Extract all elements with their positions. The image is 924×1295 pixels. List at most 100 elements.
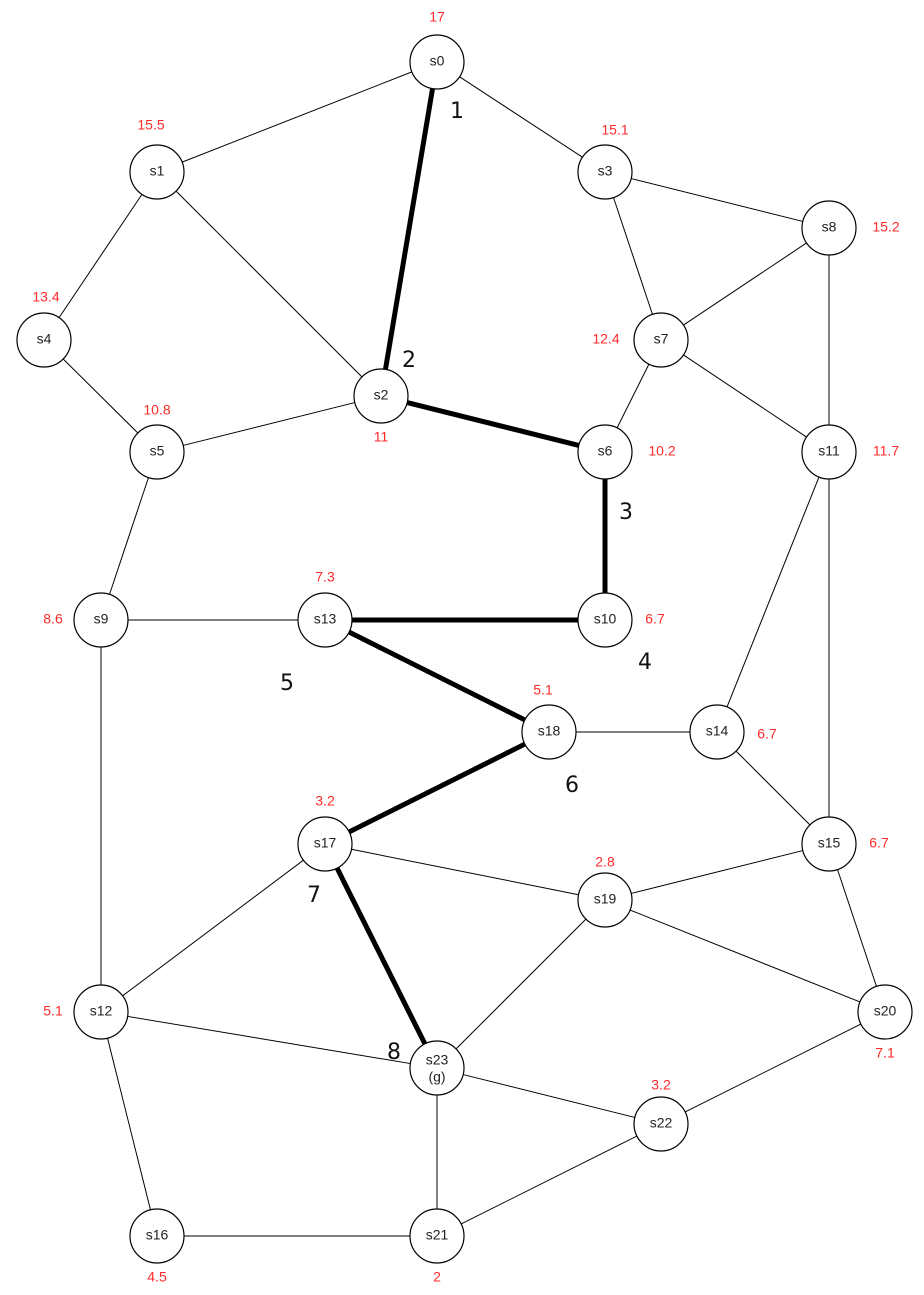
node-label-s17: s17	[314, 835, 337, 851]
node-label-s22: s22	[650, 1115, 673, 1131]
node-circle-s16	[129, 1208, 185, 1264]
node-s18: s18	[521, 704, 577, 760]
edge-s12-s16	[107, 1038, 151, 1210]
node-s3: s3	[577, 144, 633, 200]
edge-s19-s20	[629, 909, 861, 1003]
node-label-s21: s21	[426, 1227, 449, 1243]
edge-s1-s4	[58, 194, 143, 318]
heuristic-label-s13: 7.3	[315, 569, 335, 585]
edge-s15-s19	[631, 850, 803, 894]
edge-s19-s23	[455, 918, 587, 1050]
heuristic-label-s20: 7.1	[875, 1045, 895, 1061]
node-label-s3: s3	[598, 163, 613, 179]
edge-s8-s7	[683, 242, 807, 326]
node-s2: s2	[353, 368, 409, 424]
heuristic-label-s14: 6.7	[757, 726, 777, 742]
node-circle-s3	[577, 144, 633, 200]
node-circle-s2	[353, 368, 409, 424]
step-label-7: 7	[307, 883, 321, 908]
node-circle-s17	[297, 816, 353, 872]
edge-s3-s8	[631, 178, 803, 222]
node-circle-s13	[297, 592, 353, 648]
heuristic-label-s10: 6.7	[645, 611, 665, 627]
node-label-s16: s16	[146, 1227, 169, 1243]
heuristic-label-s17: 3.2	[315, 793, 335, 809]
edge-s5-s2	[183, 402, 355, 446]
node-label-s5: s5	[150, 443, 165, 459]
node-label-s6: s6	[598, 443, 613, 459]
node-s8: s8	[801, 200, 857, 256]
heuristic-label-s15: 6.7	[869, 835, 889, 851]
node-s20: s20	[857, 984, 913, 1040]
edge-s4-s5	[62, 358, 139, 434]
node-circle-s21	[409, 1208, 465, 1264]
step-label-5: 5	[280, 671, 294, 696]
heuristic-label-s6: 10.2	[648, 443, 675, 459]
node-circle-s18	[521, 704, 577, 760]
edge-s1-s2	[175, 190, 363, 378]
heuristic-label-s18: 5.1	[533, 682, 553, 698]
step-label-6: 6	[565, 773, 579, 798]
node-s19: s19	[577, 872, 633, 928]
node-circle-s1	[129, 144, 185, 200]
node-s13: s13	[297, 592, 353, 648]
node-circle-s11	[801, 424, 857, 480]
node-circle-s8	[801, 200, 857, 256]
node-s14: s14	[689, 704, 745, 760]
heuristic-label-s7: 12.4	[592, 331, 619, 347]
node-label-s4: s4	[37, 331, 52, 347]
path-edge-s17-s23	[334, 865, 428, 1047]
edge-s5-s9	[109, 477, 149, 595]
node-s15: s15	[801, 816, 857, 872]
node-s21: s21	[409, 1208, 465, 1264]
edge-s17-s12	[122, 859, 304, 997]
edges-layer	[58, 71, 877, 1237]
node-label-s10: s10	[594, 611, 617, 627]
node-circle-s4	[16, 312, 72, 368]
node-label-s14: s14	[706, 723, 729, 739]
node-label-s1: s1	[150, 163, 165, 179]
node-label-s20: s20	[874, 1003, 897, 1019]
edge-s22-s20	[684, 1023, 862, 1113]
edge-s11-s14	[726, 476, 820, 708]
heuristic-label-s3: 15.1	[601, 122, 628, 138]
edge-s7-s6	[616, 363, 650, 429]
heuristic-label-s2: 11	[374, 429, 389, 445]
edge-s23-s22	[463, 1074, 635, 1118]
step-label-8: 8	[387, 1040, 401, 1065]
node-s4: s4	[16, 312, 72, 368]
heuristic-label-s4: 13.4	[32, 289, 59, 305]
heuristic-label-s16: 4.5	[147, 1269, 167, 1285]
node-s11: s11	[801, 424, 857, 480]
node-label-s15: s15	[818, 835, 841, 851]
node-label-s12: s12	[90, 1003, 113, 1019]
node-s22: s22	[633, 1096, 689, 1152]
heuristic-label-s22: 3.2	[651, 1077, 671, 1093]
path-edge-s0-s2	[382, 86, 436, 372]
node-circle-s7	[633, 312, 689, 368]
node-circle-s9	[73, 592, 129, 648]
step-label-3: 3	[619, 500, 633, 525]
edge-s22-s21	[460, 1135, 638, 1225]
node-label-s0: s0	[430, 53, 445, 69]
heuristic-label-s12: 5.1	[43, 1003, 63, 1019]
heuristic-label-s1: 15.5	[137, 117, 164, 133]
heuristic-label-s5: 10.8	[143, 402, 170, 418]
edge-s17-s19	[351, 848, 579, 896]
heuristic-label-s0: 17	[429, 9, 445, 25]
node-s23: s23(g)	[409, 1040, 465, 1096]
node-label-s18: s18	[538, 723, 561, 739]
edge-s14-s15	[735, 750, 811, 826]
node-label-s19: s19	[594, 891, 617, 907]
node-circle-s10	[577, 592, 633, 648]
path-edge-s2-s6	[404, 400, 582, 448]
path-layer	[334, 86, 608, 1047]
step-label-1: 1	[450, 99, 464, 124]
node-s1: s1	[129, 144, 185, 200]
node-label-s11: s11	[818, 443, 840, 459]
node-circle-s15	[801, 816, 857, 872]
node-label-s23: s23	[426, 1052, 449, 1068]
